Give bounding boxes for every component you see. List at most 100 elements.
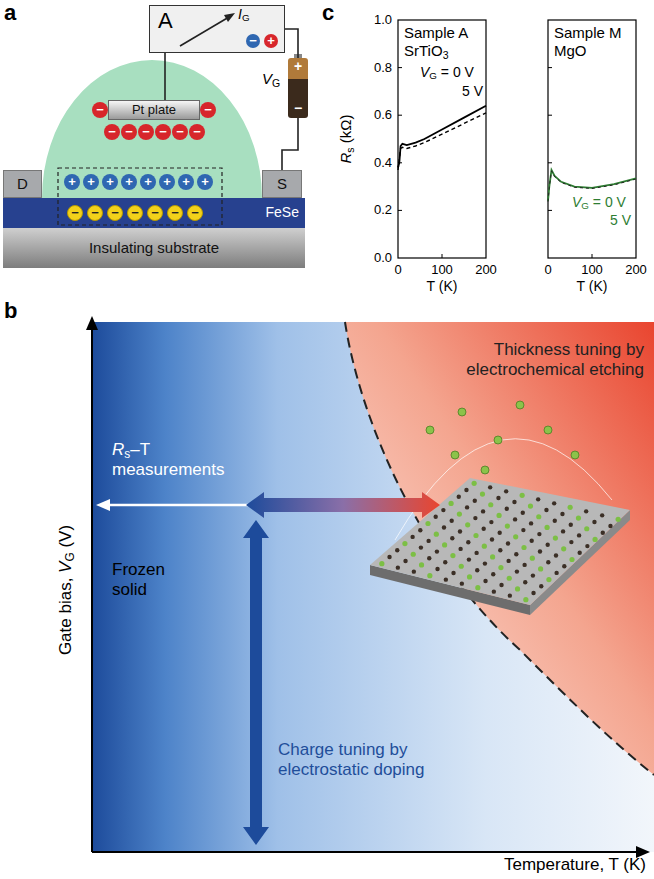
label: Frozen solid: [112, 560, 192, 601]
positive-charge: −: [246, 34, 260, 48]
node-text: D: [17, 176, 28, 193]
atom-lattice: [450, 536, 454, 540]
etched-atoms: [481, 466, 489, 474]
atom-lattice: [449, 519, 453, 523]
atom-lattice: [536, 514, 541, 519]
node-text: Pt plate: [132, 103, 176, 117]
liquid-region: [345, 322, 654, 775]
atom-lattice: [513, 534, 518, 539]
atom-lattice: [515, 569, 519, 573]
electron-charge: −: [107, 205, 123, 221]
atom-lattice: [577, 533, 581, 537]
node-text: −: [176, 125, 184, 139]
atom-lattice: [467, 574, 472, 579]
atom-lattice: [395, 548, 399, 552]
atom-lattice: [465, 522, 470, 527]
atom-lattice: [435, 567, 439, 571]
atom-lattice: [412, 569, 416, 573]
atom-lattice: [450, 553, 455, 558]
positive-charge: +: [159, 174, 175, 190]
atom-lattice: [443, 560, 447, 564]
atom-lattice: [569, 523, 573, 527]
atom-lattice: [498, 565, 503, 570]
atom-lattice: [426, 539, 430, 543]
atom-lattice: [585, 544, 589, 548]
node-text: −: [111, 206, 119, 220]
atom-lattice: [553, 536, 558, 541]
atom-lattice: [460, 581, 464, 585]
atom-lattice: [561, 529, 565, 533]
doping-arrow: [243, 520, 269, 845]
node-text: −: [294, 101, 302, 116]
atom-lattice: [513, 517, 517, 521]
atom-lattice: [616, 517, 621, 522]
atom-lattice: [521, 511, 525, 515]
atom-lattice: [546, 560, 550, 564]
atom-lattice: [569, 540, 573, 544]
panel-b-art: [86, 316, 654, 858]
electron-charge: −: [147, 205, 163, 221]
atom-lattice: [584, 509, 588, 513]
plot-frame: [548, 20, 636, 258]
label: a: [4, 0, 16, 26]
node-text: +: [201, 175, 209, 189]
positive-charge: +: [83, 174, 99, 190]
atom-lattice: [427, 556, 431, 560]
atom-lattice: [442, 542, 447, 547]
atom-lattice: [600, 513, 604, 517]
needle-head: [224, 13, 235, 22]
atom-lattice: [473, 533, 478, 538]
label: Sample A: [404, 24, 468, 42]
atom-lattice: [488, 502, 493, 507]
positive-charge: +: [178, 174, 194, 190]
label: 200: [475, 262, 497, 278]
atom-lattice: [539, 584, 543, 588]
node-text: S: [277, 176, 287, 193]
atom-lattice: [512, 500, 516, 504]
atom-lattice: [459, 564, 464, 569]
atom-lattice: [568, 505, 573, 510]
atom-lattice: [379, 561, 384, 566]
atom-lattice: [483, 561, 487, 565]
positive-charge: +: [64, 174, 80, 190]
atom-lattice: [507, 576, 512, 581]
atom-lattice: [576, 515, 581, 520]
etched-atoms: [426, 401, 579, 474]
atom-lattice: [488, 485, 492, 489]
electron-charge: −: [187, 205, 203, 221]
electron-charge: −: [67, 205, 83, 221]
node-text: −: [249, 34, 257, 48]
atom-lattice: [491, 572, 495, 576]
atom-lattice: [592, 520, 596, 524]
label: b: [4, 298, 17, 324]
atom-lattice: [497, 531, 501, 535]
node-text: −: [142, 125, 150, 139]
atom-lattice: [458, 529, 462, 533]
atom-lattice: [505, 507, 509, 511]
atom-lattice: [483, 579, 487, 583]
node-text: +: [294, 59, 302, 74]
negative-charge: −: [121, 124, 137, 140]
atom-lattice: [521, 545, 526, 550]
atom-lattice: [520, 493, 525, 498]
node-text: −: [204, 103, 212, 117]
node-text: +: [87, 175, 95, 189]
node-text: −: [191, 206, 199, 220]
fese-film: FeSe−−−−−−−: [3, 198, 305, 228]
node-text: +: [144, 175, 152, 189]
label: VG = 0 V: [420, 64, 474, 81]
etched-atoms: [571, 451, 579, 459]
slab-top: [370, 478, 630, 605]
atom-lattice: [489, 520, 493, 524]
battery: +−: [288, 58, 308, 118]
atom-lattice: [552, 501, 556, 505]
node-text: +: [163, 175, 171, 189]
atom-lattice: [433, 515, 437, 519]
etched-atoms: [544, 426, 552, 434]
atom-lattice: [448, 501, 453, 506]
etched-atoms: [516, 401, 524, 409]
atom-lattice: [490, 537, 494, 541]
atom-lattice: [387, 555, 391, 559]
atom-lattice: [480, 491, 485, 496]
